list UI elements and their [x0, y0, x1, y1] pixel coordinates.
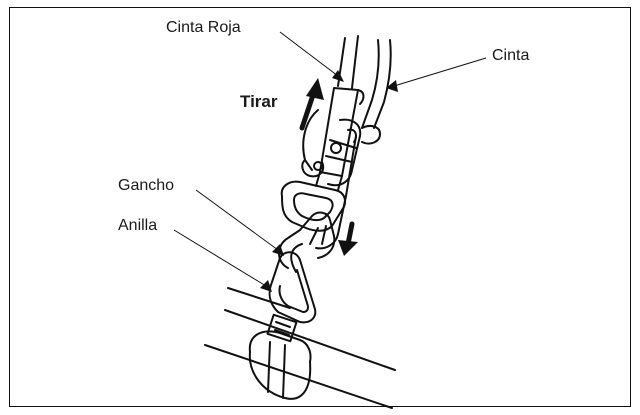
- label-strap: Cinta: [492, 47, 530, 64]
- ring: [268, 251, 317, 324]
- pipe-bar: [204, 287, 396, 409]
- label-hook: Gancho: [118, 177, 175, 194]
- pull-up-arrow: [299, 78, 324, 131]
- hook: [278, 211, 336, 273]
- plain-strap: [315, 39, 392, 250]
- label-red-strap: Cinta Roja: [166, 19, 241, 36]
- clamp-bolt: [266, 313, 298, 343]
- leader-arrowheads: [260, 70, 398, 292]
- label-pull: Tirar: [240, 92, 278, 111]
- diagram-frame: [9, 7, 631, 407]
- label-ring: Anilla: [118, 217, 158, 234]
- leader-lines: [173, 31, 487, 287]
- red-strap: [315, 35, 365, 191]
- bar-clamp: [248, 330, 312, 400]
- release-down-arrow: [338, 221, 358, 256]
- ratchet-buckle: [301, 109, 362, 187]
- slider-buckle: [280, 180, 347, 232]
